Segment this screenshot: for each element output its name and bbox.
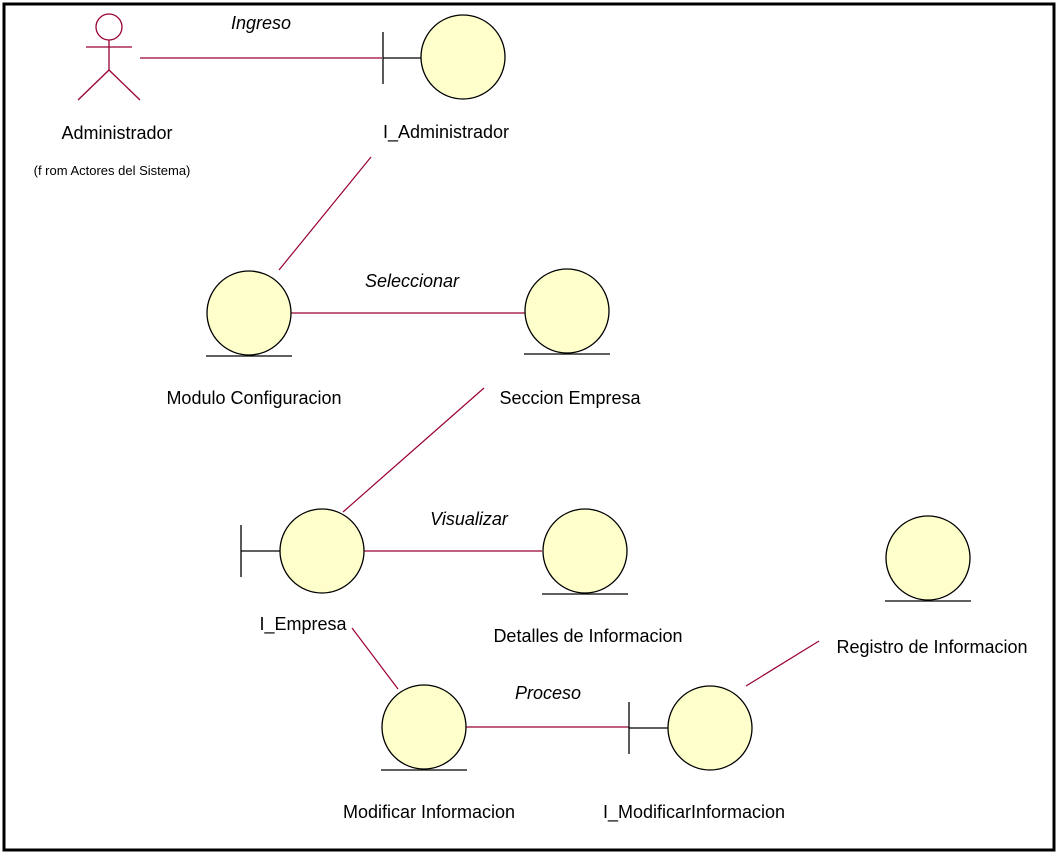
i-modificar-informacion-label: I_ModificarInformacion [603,802,785,823]
message-seleccionar-label: Seleccionar [365,271,460,291]
detalles-informacion-label: Detalles de Informacion [493,626,682,646]
seccion-empresa-entity-icon [524,268,610,355]
detalles-informacion-entity-icon [542,508,628,595]
message-visualizar-label: Visualizar [430,509,509,529]
registro-informacion-label: Registro de Informacion [836,637,1027,657]
modulo-configuracion-entity-icon [206,270,292,357]
actor-administrador-label: Administrador [61,123,172,143]
i-modificar-informacion-boundary-icon [628,685,753,771]
link-i-modificar-informacion-registro-informacion [745,640,820,687]
message-ingreso-label: Ingreso [231,13,291,33]
actor-source-note: (f rom Actores del Sistema) [34,163,191,178]
registro-informacion-entity-icon [885,515,971,602]
link-i-administrador-modulo-configuracion [278,156,372,271]
seccion-empresa-label: Seccion Empresa [499,388,641,408]
link-seccion-empresa-i-empresa [342,387,485,513]
modificar-informacion-entity-icon [381,684,467,771]
actor-administrador-icon [77,13,141,101]
message-proceso-label: Proceso [515,683,581,703]
i-administrador-boundary-icon [382,14,506,100]
i-empresa-boundary-icon [240,508,365,594]
i-administrador-label: I_Administrador [383,122,509,143]
i-empresa-label: I_Empresa [259,614,347,635]
link-i-empresa-modificar-informacion [351,627,399,690]
modulo-configuracion-label: Modulo Configuracion [166,388,341,408]
modificar-informacion-label: Modificar Informacion [343,802,515,822]
links [140,57,820,728]
